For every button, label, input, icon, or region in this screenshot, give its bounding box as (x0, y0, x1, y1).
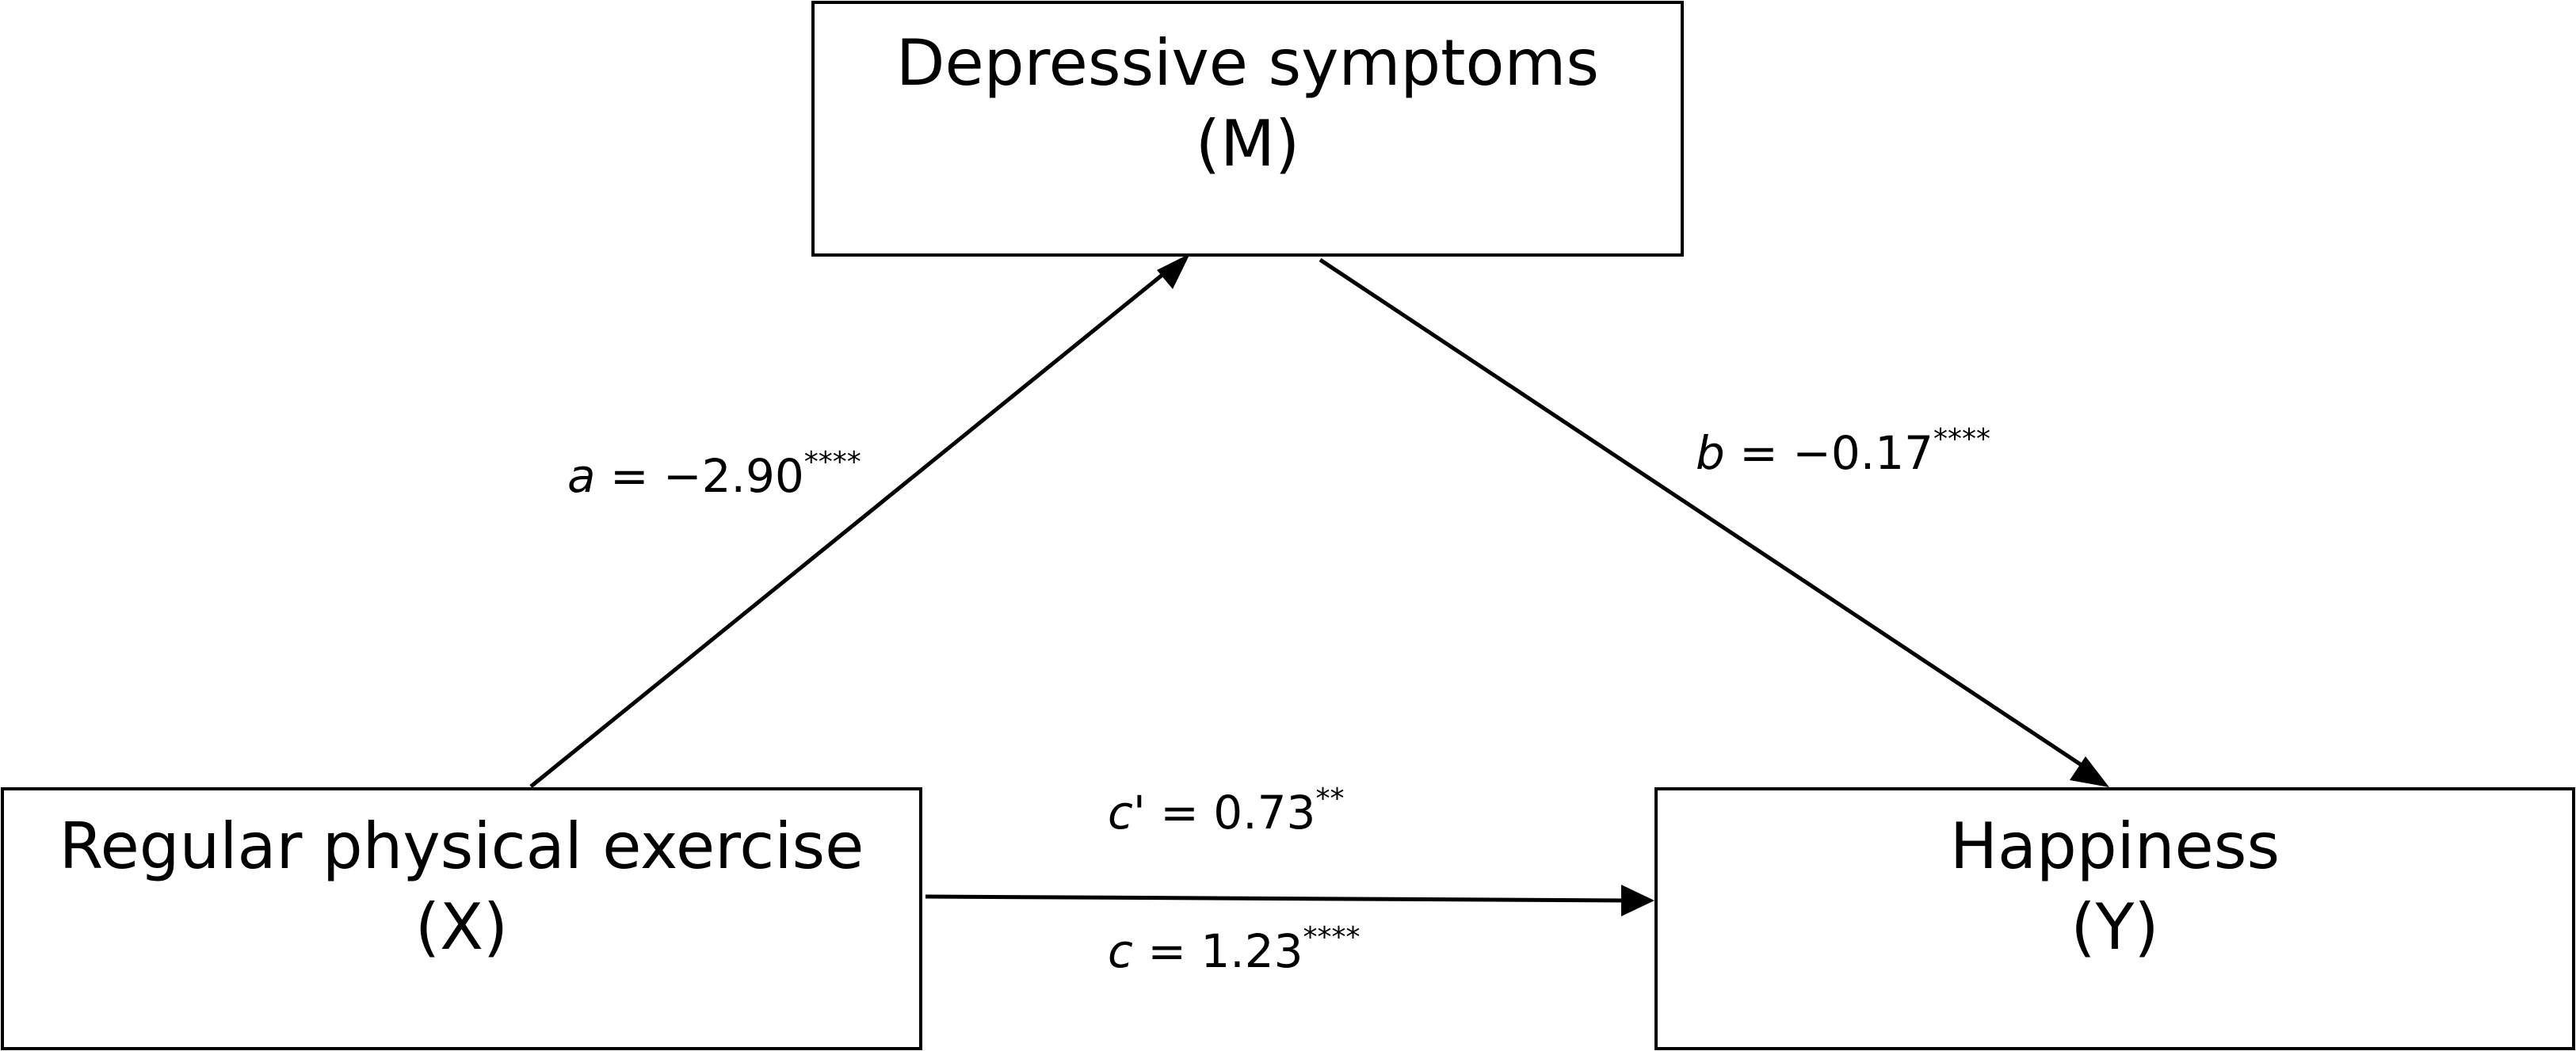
path-a-symbol: a (567, 449, 596, 503)
mediator-role: (M) (1195, 107, 1300, 181)
predictor-role: (X) (414, 890, 509, 964)
path-c-coefficient: c = 1.23**** (1108, 923, 1361, 979)
path-c-prime-value: ' = 0.73 (1132, 786, 1316, 840)
mediator-label: Depressive symptoms (895, 26, 1600, 100)
path-b-symbol: b (1696, 426, 1725, 480)
arrowhead-a (1157, 253, 1190, 289)
predictor-label: Regular physical exercise (59, 809, 864, 883)
path-c-prime-significance: ** (1315, 783, 1345, 815)
arrowhead-c (1621, 885, 1654, 916)
path-c-prime-symbol: c (1108, 786, 1133, 840)
path-a-coefficient: a = −2.90**** (567, 448, 861, 504)
predictor-box: Regular physical exercise (X) (1, 787, 922, 1050)
path-a-significance: **** (803, 446, 861, 478)
path-c-symbol: c (1108, 924, 1133, 978)
outcome-label: Happiness (1949, 809, 2280, 883)
path-a-value: = −2.90 (595, 449, 804, 503)
outcome-box: Happiness (Y) (1654, 787, 2575, 1050)
arrowhead-b (2070, 756, 2109, 787)
path-c-prime-coefficient: c' = 0.73** (1108, 785, 1344, 840)
arrow-c-x-to-y (925, 894, 1633, 903)
mediator-box: Depressive symptoms (M) (811, 1, 1684, 257)
path-b-value: = −0.17 (1724, 426, 1934, 480)
path-c-significance: **** (1303, 921, 1361, 954)
path-c-value: = 1.23 (1132, 924, 1303, 978)
arrow-b-m-to-y (1319, 257, 2095, 775)
arrow-a-x-to-m (529, 266, 1173, 788)
outcome-role: (Y) (2070, 890, 2159, 964)
path-b-significance: **** (1933, 423, 1991, 455)
path-b-coefficient: b = −0.17**** (1696, 425, 1990, 481)
